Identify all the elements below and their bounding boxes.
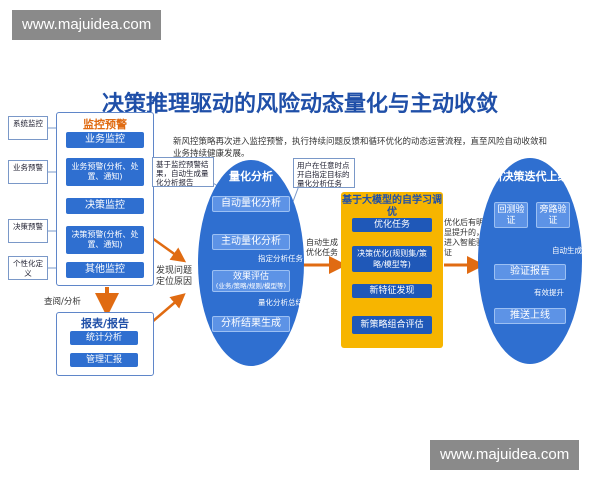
eval-sub-label: (业务/策略/规则/模型等)	[215, 282, 287, 290]
decision-opt-button[interactable]: 决策优化(规则集/策略/模型等)	[352, 246, 432, 272]
callout-auto-report: 基于监控预警结果，自动生成量化分析报告	[152, 157, 214, 187]
new-strategy-button[interactable]: 新策略组合评估	[352, 316, 432, 334]
auto-gen-label: 自动生成	[552, 246, 582, 255]
summary-label: 量化分析总结	[258, 298, 303, 307]
launch-button[interactable]: 推送上线	[494, 308, 566, 324]
quant-ellipse	[198, 160, 304, 366]
monitor-title: 监控预警	[83, 118, 127, 131]
report-title: 报表/报告	[80, 317, 130, 330]
improve-label: 有效提升	[534, 288, 564, 297]
auto-quant-button[interactable]: 自动量化分析	[212, 196, 290, 212]
side-label-system: 系统监控	[8, 116, 48, 140]
side-label-custom: 个性化定义	[8, 256, 48, 280]
newdec-ellipse	[478, 158, 582, 364]
new-feature-button[interactable]: 新特征发现	[352, 284, 432, 298]
business-alert-button[interactable]: 业务预警(分析、处置、通知)	[66, 158, 144, 186]
verify-report-button[interactable]: 验证报告	[494, 264, 566, 280]
watermark-top: www.majuidea.com	[12, 10, 162, 40]
other-monitor-button[interactable]: 其他监控	[66, 262, 144, 278]
decision-monitor-button[interactable]: 决策监控	[66, 198, 144, 214]
side-label-business: 业务预警	[8, 160, 48, 184]
quant-title: 量化分析	[229, 170, 273, 183]
auto-gen-opt-label: 自动生成优化任务	[306, 238, 338, 257]
eval-label: 效果评估	[232, 272, 269, 282]
decision-alert-button[interactable]: 决策预警(分析、处置、通知)	[66, 226, 144, 254]
opt-task-button[interactable]: 优化任务	[352, 218, 432, 232]
stat-analysis-button[interactable]: 统计分析	[70, 331, 138, 345]
specify-task-label: 指定分析任务	[258, 254, 303, 263]
mgmt-report-button[interactable]: 管理汇报	[70, 353, 138, 367]
flow-description: 新风控策略再次进入监控预警，执行持续问题反馈和循环优化的动态运营流程，直至风险自…	[173, 137, 548, 159]
discover-cause-label: 发现问题定位原因	[156, 266, 193, 287]
newdec-title: 新决策迭代上线	[491, 170, 569, 183]
page-title: 决策推理驱动的风险动态量化与主动收敛	[101, 92, 498, 117]
backtest-button[interactable]: 回测验证	[494, 202, 528, 228]
bypass-button[interactable]: 旁路验证	[536, 202, 570, 228]
manual-quant-button[interactable]: 主动量化分析	[212, 234, 290, 250]
business-monitor-button[interactable]: 业务监控	[66, 132, 144, 148]
opt-note-label: 优化后有明显提升的，进入智能验证	[444, 218, 484, 257]
eval-button[interactable]: 效果评估 (业务/策略/规则/模型等)	[212, 270, 290, 292]
callout-user-task: 用户在任意时点开启指定目标的量化分析任务	[293, 158, 355, 188]
result-gen-button[interactable]: 分析结果生成	[212, 316, 290, 332]
selflearn-title: 基于大模型的自学习调优	[342, 195, 442, 218]
query-analysis-label: 查阅/分析	[44, 297, 81, 307]
watermark-bottom: www.majuidea.com	[430, 440, 580, 470]
side-label-decision: 决策预警	[8, 219, 48, 243]
